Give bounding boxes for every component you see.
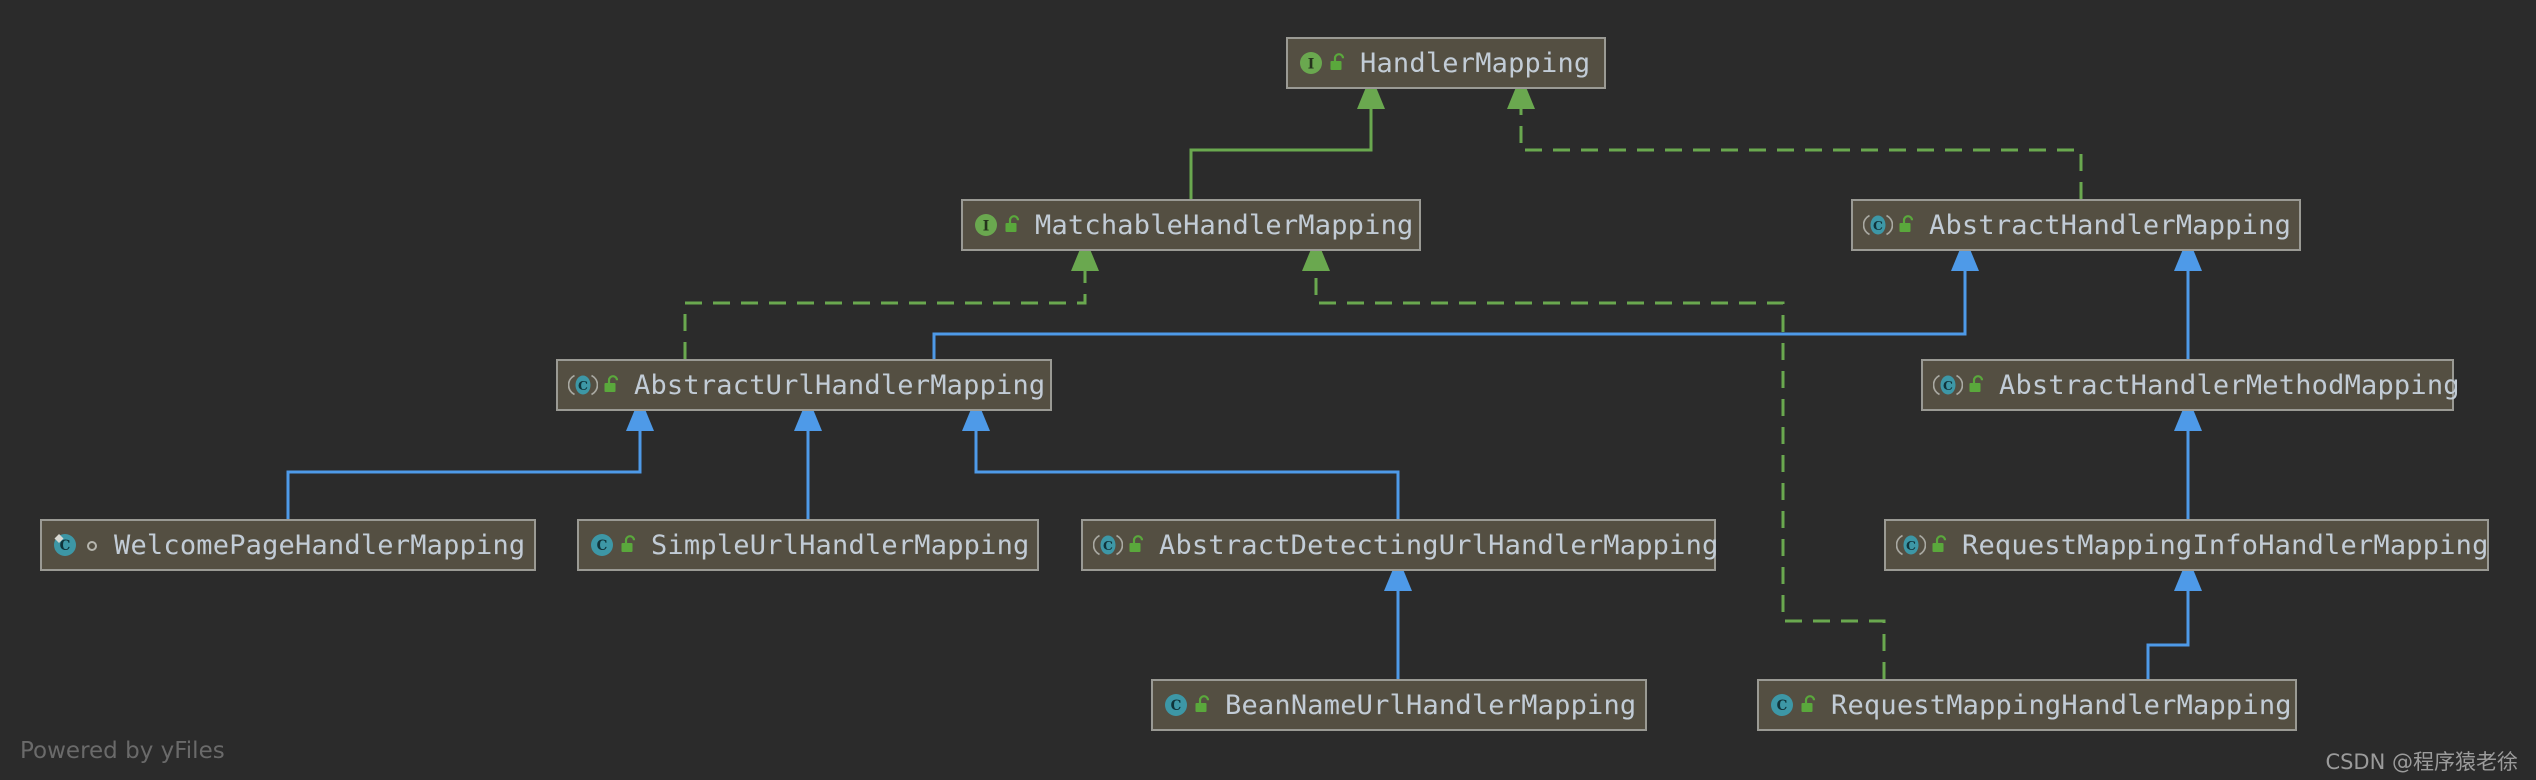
svg-text:C: C bbox=[1171, 698, 1182, 714]
class-node-label: AbstractHandlerMethodMapping bbox=[1999, 369, 2460, 401]
edge-abstracturl-to-matchable bbox=[683, 237, 1099, 359]
public-unlocked-padlock-icon bbox=[1801, 695, 1816, 712]
class-node-welcome-page-handler-mapping[interactable]: C WelcomePageHandlerMapping bbox=[40, 519, 536, 571]
class-node-abstract-handler-method-mapping[interactable]: C AbstractHandlerMethodMapping bbox=[1921, 359, 2460, 411]
class-node-handler-mapping[interactable]: I HandlerMapping bbox=[1286, 37, 1606, 89]
class-node-label: AbstractDetectingUrlHandlerMapping bbox=[1159, 529, 1719, 561]
public-unlocked-padlock-icon bbox=[604, 375, 619, 392]
edge-requestmappinginfo-to-abstracthandlermethod bbox=[2174, 397, 2202, 519]
csdn-watermark: CSDN @程序猿老徐 bbox=[2325, 750, 2518, 774]
class-node-label: AbstractHandlerMapping bbox=[1929, 209, 2292, 241]
public-unlocked-padlock-icon bbox=[621, 535, 636, 552]
public-unlocked-padlock-icon bbox=[1932, 535, 1947, 552]
class-node-matchable-handler-mapping[interactable]: I MatchableHandlerMapping bbox=[961, 199, 1421, 251]
class-node-label: HandlerMapping bbox=[1360, 47, 1591, 79]
svg-text:I: I bbox=[1308, 57, 1315, 73]
powered-by-yfiles-label: Powered by yFiles bbox=[20, 738, 225, 764]
public-unlocked-padlock-icon bbox=[1129, 535, 1144, 552]
class-node-label: RequestMappingInfoHandlerMapping bbox=[1962, 529, 2489, 561]
public-unlocked-padlock-icon bbox=[1969, 375, 1984, 392]
class-node-label: MatchableHandlerMapping bbox=[1035, 209, 1414, 241]
abstract-class-icon: C bbox=[568, 374, 598, 396]
edge-abstractdetecting-to-abstracturl bbox=[962, 397, 1400, 519]
interface-icon: I bbox=[1300, 52, 1322, 74]
interface-icon: I bbox=[975, 214, 997, 236]
class-node-label: AbstractUrlHandlerMapping bbox=[634, 369, 1046, 401]
svg-text:C: C bbox=[578, 378, 588, 393]
class-node-label: WelcomePageHandlerMapping bbox=[114, 529, 526, 561]
public-unlocked-padlock-icon bbox=[1330, 53, 1345, 70]
svg-text:C: C bbox=[597, 538, 608, 554]
class-icon: C bbox=[591, 534, 613, 556]
class-icon: C bbox=[1771, 694, 1793, 716]
abstract-class-icon: C bbox=[1896, 534, 1926, 556]
class-node-bean-name-url-handler-mapping[interactable]: C BeanNameUrlHandlerMapping bbox=[1151, 679, 1647, 731]
class-node-abstract-detecting-url-handler-mapping[interactable]: C AbstractDetectingUrlHandlerMapping bbox=[1081, 519, 1719, 571]
edge-welcomepage-to-abstracturl bbox=[286, 397, 654, 519]
class-node-abstract-handler-mapping[interactable]: C AbstractHandlerMapping bbox=[1851, 199, 2301, 251]
class-node-label: RequestMappingHandlerMapping bbox=[1831, 689, 2292, 721]
svg-text:C: C bbox=[60, 538, 71, 554]
abstract-class-icon: C bbox=[1863, 214, 1893, 236]
svg-text:C: C bbox=[1906, 538, 1916, 553]
class-node-label: SimpleUrlHandlerMapping bbox=[651, 529, 1030, 561]
svg-text:I: I bbox=[983, 219, 990, 235]
class-node-abstract-url-handler-mapping[interactable]: C AbstractUrlHandlerMapping bbox=[556, 359, 1052, 411]
edge-abstracturl-to-abstracthandlermapping bbox=[932, 237, 1979, 359]
svg-text:C: C bbox=[1943, 378, 1953, 393]
abstract-class-icon: C bbox=[1933, 374, 1963, 396]
package-private-circle-icon bbox=[87, 541, 97, 551]
public-unlocked-padlock-icon bbox=[1899, 215, 1914, 232]
edge-abstracthandlermethod-to-abstracthandlermapping bbox=[2174, 237, 2202, 359]
public-unlocked-padlock-icon bbox=[1195, 695, 1210, 712]
class-node-simple-url-handler-mapping[interactable]: C SimpleUrlHandlerMapping bbox=[577, 519, 1039, 571]
svg-text:C: C bbox=[1103, 538, 1113, 553]
edge-requestmappinghandler-to-requestmappinginfo bbox=[2146, 557, 2202, 679]
class-icon: C bbox=[1165, 694, 1187, 716]
class-node-label: BeanNameUrlHandlerMapping bbox=[1225, 689, 1637, 721]
class-node-request-mapping-info-handler-mapping[interactable]: C RequestMappingInfoHandlerMapping bbox=[1884, 519, 2489, 571]
edge-beanname-to-abstractdetecting bbox=[1384, 557, 1412, 679]
class-node-request-mapping-handler-mapping[interactable]: C RequestMappingHandlerMapping bbox=[1757, 679, 2297, 731]
edge-abstracthandlermapping-to-handlermapping bbox=[1507, 75, 2083, 199]
edge-requestmappinghandler-to-matchable bbox=[1302, 237, 1886, 679]
edge-simpleurl-to-abstracturl bbox=[794, 397, 822, 519]
svg-text:C: C bbox=[1873, 218, 1883, 233]
public-unlocked-padlock-icon bbox=[1005, 215, 1020, 232]
svg-text:C: C bbox=[1777, 698, 1788, 714]
final-class-icon: C bbox=[54, 534, 76, 556]
abstract-class-icon: C bbox=[1093, 534, 1123, 556]
edge-matchable-to-handlermapping bbox=[1189, 75, 1385, 199]
